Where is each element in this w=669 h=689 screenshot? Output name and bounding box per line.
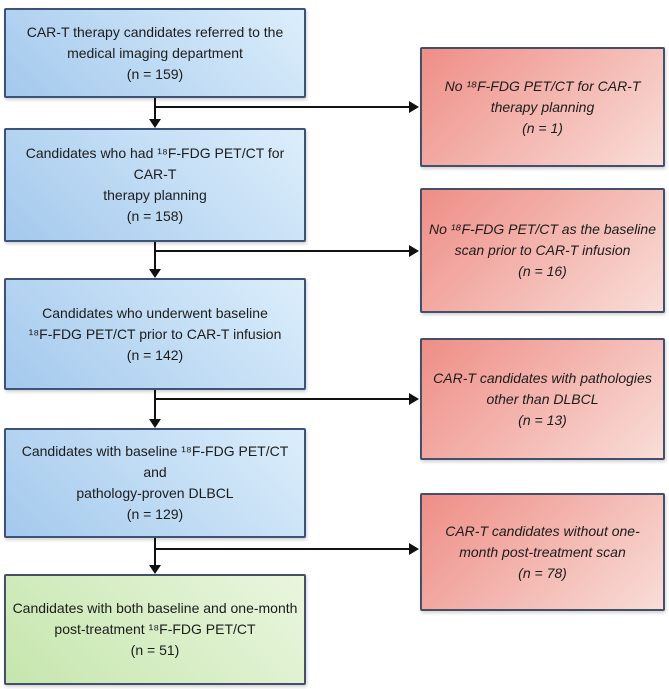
flow-box-pet-planning: Candidates who had ¹⁸F-FDG PET/CT for CA… — [4, 128, 306, 242]
arrow-down-icon — [149, 119, 161, 128]
connector-horizontal-3 — [155, 398, 409, 400]
connector-vertical-3 — [154, 390, 156, 420]
flow-box-baseline-pet: Candidates who underwent baseline ¹⁸F-FD… — [4, 278, 306, 390]
arrow-down-icon — [149, 269, 161, 278]
arrow-down-icon — [149, 565, 161, 574]
connector-horizontal-1 — [155, 106, 409, 108]
exclusion-box-no-baseline-pet-text: No ¹⁸F-FDG PET/CT as the baseline scan p… — [428, 221, 656, 279]
flow-box-referred: CAR-T therapy candidates referred to the… — [4, 8, 306, 98]
connector-horizontal-4 — [155, 548, 409, 550]
connector-horizontal-2 — [155, 250, 409, 252]
flow-box-referred-text: CAR-T therapy candidates referred to the… — [26, 23, 284, 82]
arrow-down-icon — [149, 419, 161, 428]
exclusion-box-non-dlbcl-text: CAR-T candidates with pathologies other … — [433, 369, 652, 428]
exclusion-box-non-dlbcl: CAR-T candidates with pathologies other … — [420, 338, 665, 460]
flow-box-final-cohort-text: Candidates with both baseline and one-mo… — [12, 600, 298, 658]
arrow-right-icon — [409, 101, 419, 113]
flow-box-dlbcl-proven: Candidates with baseline ¹⁸F-FDG PET/CT … — [4, 428, 306, 538]
flow-box-dlbcl-proven-text: Candidates with baseline ¹⁸F-FDG PET/CT … — [21, 443, 289, 522]
exclusion-box-no-pet-planning-text: No ¹⁸F-FDG PET/CT for CAR-T therapy plan… — [444, 77, 641, 136]
exclusion-box-no-baseline-pet: No ¹⁸F-FDG PET/CT as the baseline scan p… — [420, 188, 665, 313]
connector-vertical-4 — [154, 538, 156, 566]
exclusion-box-no-followup-scan: CAR-T candidates without one- month post… — [420, 493, 665, 611]
exclusion-box-no-followup-scan-text: CAR-T candidates without one- month post… — [445, 522, 640, 581]
arrow-right-icon — [409, 245, 419, 257]
connector-vertical-1 — [154, 98, 156, 120]
flow-box-pet-planning-text: Candidates who had ¹⁸F-FDG PET/CT for CA… — [25, 145, 285, 224]
arrow-right-icon — [409, 393, 419, 405]
flow-box-final-cohort: Candidates with both baseline and one-mo… — [4, 574, 306, 685]
arrow-right-icon — [409, 543, 419, 555]
flow-box-baseline-pet-text: Candidates who underwent baseline ¹⁸F-FD… — [28, 304, 282, 363]
exclusion-box-no-pet-planning: No ¹⁸F-FDG PET/CT for CAR-T therapy plan… — [420, 47, 665, 167]
connector-vertical-2 — [154, 242, 156, 270]
